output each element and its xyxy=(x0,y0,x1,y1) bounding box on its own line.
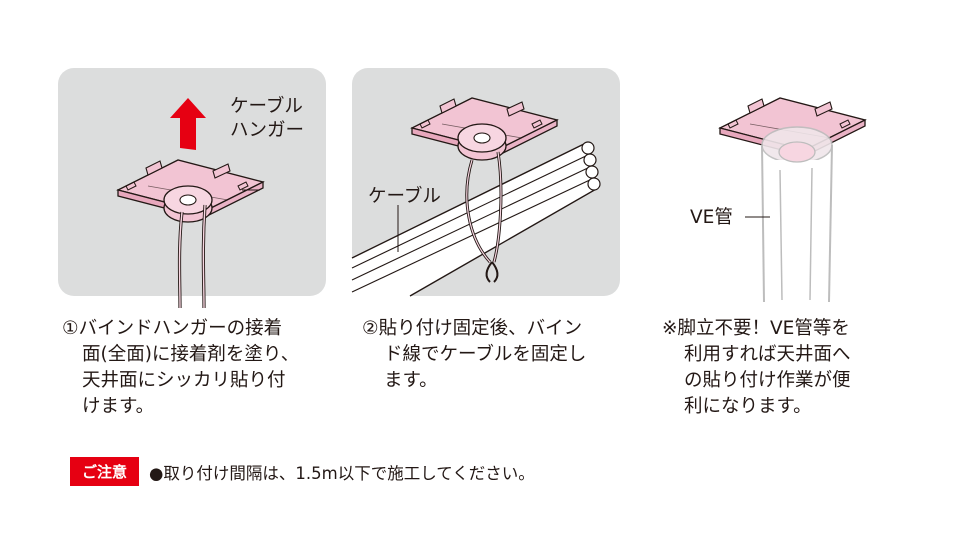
figure-2-illustration xyxy=(351,97,601,297)
step-1-line-4: けます。 xyxy=(82,396,155,417)
step-2-line-1: ②貼り付け固定後、バイン xyxy=(362,318,583,339)
step-3-line-4: 利になります。 xyxy=(684,396,812,417)
caution-badge: ご注意 xyxy=(70,457,140,486)
step-3-caption: ※脚立不要！VE管等を 利用すれば天井面へ の貼り付け作業が便 利になります。 xyxy=(662,316,851,420)
step-2-line-2: ド線でケーブルを固定し xyxy=(384,344,587,365)
step-2-line-3: ます。 xyxy=(384,370,438,391)
cable-hanger-label-line-1: ケーブル xyxy=(230,96,303,117)
step-2-caption: ②貼り付け固定後、バイン ド線でケーブルを固定し ます。 xyxy=(362,316,586,394)
caution-text: ●取り付け間隔は、1.5m以下で施工してください。 xyxy=(149,463,535,483)
cable-hanger-label: ケーブル ハンガー xyxy=(230,95,304,143)
step-3-line-3: の貼り付け作業が便 xyxy=(684,370,851,391)
caution-note: ご注意 ●取り付け間隔は、1.5m以下で施工してください。 xyxy=(70,457,535,486)
figure-3-illustration xyxy=(719,97,866,303)
ve-pipe-label: VE管 xyxy=(690,207,733,228)
up-arrow-icon xyxy=(170,98,206,150)
step-1-caption: ①バインドハンガーの接着 面(全面)に接着剤を塗り、 天井面にシッカリ貼り付 け… xyxy=(62,316,299,420)
ve-pipe xyxy=(761,126,833,303)
step-3-line-2: 利用すれば天井面へ xyxy=(684,344,851,365)
bind-hanger-2 xyxy=(411,97,558,161)
step-1-line-3: 天井面にシッカリ貼り付 xyxy=(82,370,286,391)
step-3-line-1: ※脚立不要！VE管等を xyxy=(662,318,850,339)
cable-label: ケーブル xyxy=(368,186,441,207)
cable-hanger-label-line-2: ハンガー xyxy=(230,120,305,141)
step-1-line-2: 面(全面)に接着剤を塗り、 xyxy=(82,344,300,365)
bind-wire-2 xyxy=(465,151,503,283)
bind-hanger-1 xyxy=(117,159,264,223)
figure-1-illustration xyxy=(117,98,264,309)
bind-wire-1 xyxy=(177,204,207,309)
step-1-line-1: ①バインドハンガーの接着 xyxy=(62,318,283,339)
cable-bundle xyxy=(351,141,601,297)
